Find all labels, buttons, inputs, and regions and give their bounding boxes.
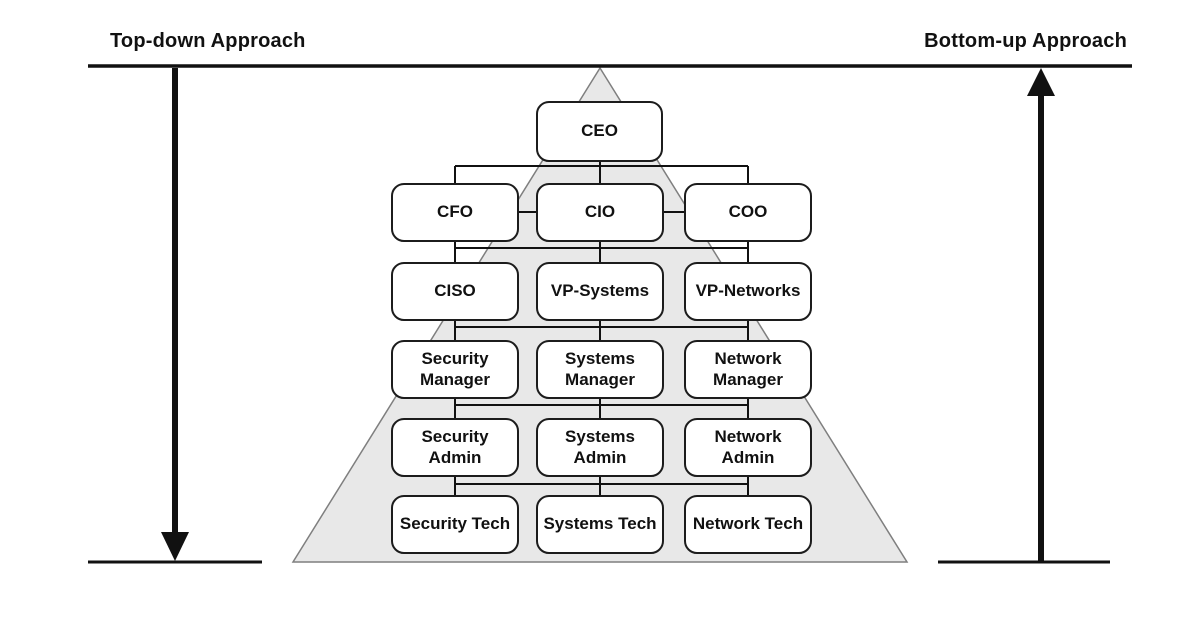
org-node-label: VP-Systems [550, 281, 650, 301]
org-node-vp-networks: VP-Networks [684, 262, 812, 321]
org-node-label: CIO [584, 202, 616, 222]
org-node-label: CFO [437, 202, 473, 222]
top-down-approach-label: Top-down Approach [110, 30, 306, 52]
org-node-label: Systems Tech [543, 514, 657, 534]
org-node-label: CISO [434, 281, 476, 301]
org-node-network-tech: Network Tech [684, 495, 812, 554]
org-node-network-manager: Network Manager [684, 340, 812, 399]
org-node-security-tech: Security Tech [391, 495, 519, 554]
org-node-coo: COO [684, 183, 812, 242]
org-node-vp-systems: VP-Systems [536, 262, 664, 321]
org-node-ciso: CISO [391, 262, 519, 321]
bottom-up-arrow-icon [1027, 68, 1055, 562]
org-node-label: COO [728, 202, 768, 222]
org-node-label: Security Tech [399, 514, 511, 534]
org-node-label: Security Manager [420, 349, 490, 389]
org-node-label: VP-Networks [695, 281, 801, 301]
org-node-label: Security Admin [421, 427, 489, 467]
org-node-cfo: CFO [391, 183, 519, 242]
org-node-label: Network Manager [713, 349, 783, 389]
org-node-label: Network Tech [692, 514, 804, 534]
org-node-label: Network Admin [714, 427, 782, 467]
org-node-cio: CIO [536, 183, 664, 242]
org-node-systems-admin: Systems Admin [536, 418, 664, 477]
org-node-security-admin: Security Admin [391, 418, 519, 477]
org-node-systems-manager: Systems Manager [536, 340, 664, 399]
org-node-security-manager: Security Manager [391, 340, 519, 399]
org-node-network-admin: Network Admin [684, 418, 812, 477]
org-node-systems-tech: Systems Tech [536, 495, 664, 554]
top-down-arrow-icon [161, 68, 189, 561]
org-node-label: Systems Manager [565, 349, 635, 389]
org-node-label: Systems Admin [565, 427, 635, 467]
org-node-label: CEO [581, 121, 618, 141]
org-node-ceo: CEO [536, 101, 663, 162]
bottom-up-approach-label: Bottom-up Approach [924, 30, 1127, 52]
